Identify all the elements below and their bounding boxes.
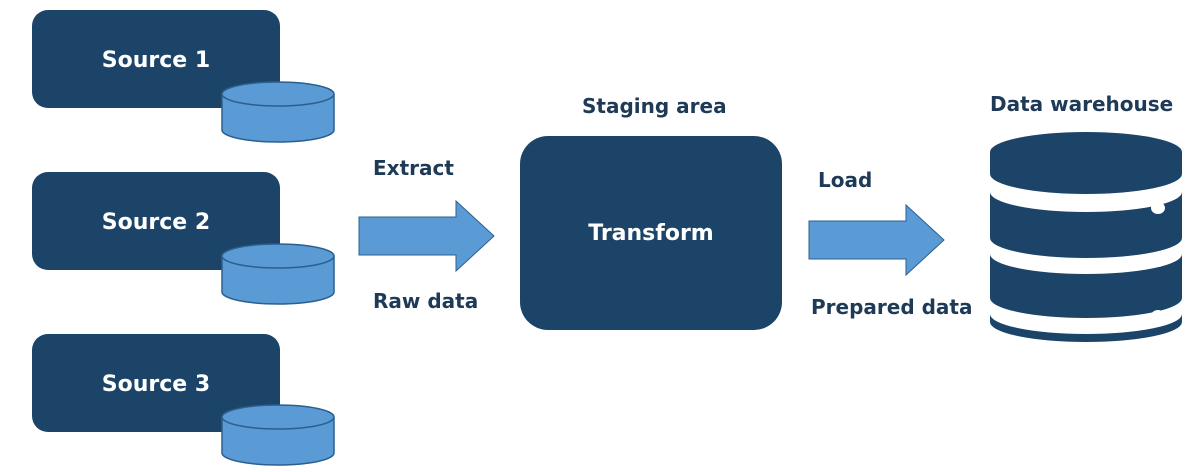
raw-data-label: Raw data xyxy=(373,289,479,313)
load-label: Load xyxy=(818,168,873,192)
database-cylinder-icon xyxy=(221,243,335,305)
staging-area-title: Staging area xyxy=(582,94,727,118)
source-1-label: Source 1 xyxy=(101,47,211,73)
transform-box: Transform xyxy=(520,136,782,330)
data-warehouse-title: Data warehouse xyxy=(990,92,1174,116)
load-arrow-icon xyxy=(808,204,945,276)
prepared-data-label: Prepared data xyxy=(811,295,973,319)
source-3-label: Source 3 xyxy=(101,371,211,397)
database-cylinder-icon xyxy=(221,404,335,466)
database-cylinder-icon xyxy=(221,81,335,143)
transform-label: Transform xyxy=(588,220,714,246)
source-1-box: Source 1 xyxy=(32,10,280,108)
source-2-label: Source 2 xyxy=(101,209,211,235)
extract-label: Extract xyxy=(373,156,454,180)
extract-arrow-icon xyxy=(358,200,495,272)
database-icon xyxy=(990,132,1182,342)
